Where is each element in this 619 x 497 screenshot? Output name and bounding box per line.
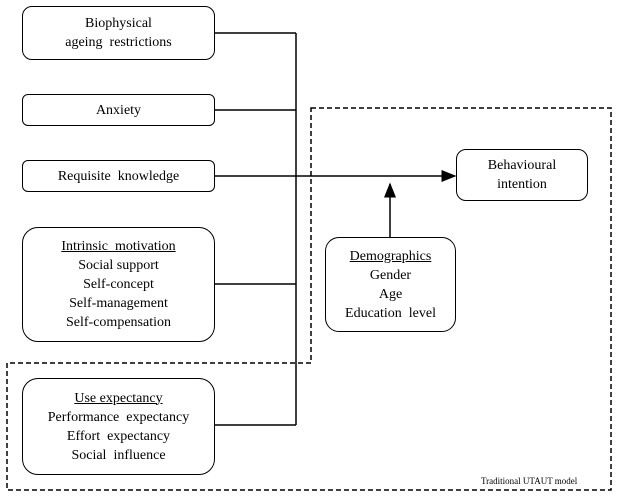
intrinsic-motivation-title: Intrinsic motivation [61, 239, 176, 254]
use-expectancy-item: Performance expectancy [47, 409, 190, 425]
intrinsic-item: Self-management [69, 296, 168, 311]
use-expectancy-box: Use expectancy Performance expectancy Ef… [22, 378, 215, 475]
demographics-box: Demographics Gender Age Education level [325, 237, 456, 332]
biophysical-line1: Biophysical [85, 16, 152, 31]
utaut-region-label: Traditional UTAUT model [481, 476, 578, 486]
intrinsic-item: Self-concept [83, 277, 154, 292]
demographics-item: Age [378, 286, 403, 302]
intrinsic-motivation-box: Intrinsic motivation Social support Self… [22, 227, 215, 342]
intrinsic-item: Social support [78, 258, 159, 273]
use-expectancy-title: Use expectancy [74, 390, 163, 406]
demographics-item: Gender [369, 267, 412, 283]
behavioural-intention-box: Behavioural intention [456, 149, 588, 201]
use-expectancy-item: Social influence [71, 447, 166, 463]
requisite-knowledge-box: Requisite knowledge [22, 160, 215, 192]
anxiety-box: Anxiety [22, 94, 215, 126]
use-expectancy-item: Effort expectancy [66, 428, 171, 444]
behavioural-line1: Behavioural [487, 158, 557, 173]
demographics-title: Demographics [349, 248, 432, 264]
behavioural-line2: intention [497, 177, 547, 192]
anxiety-label: Anxiety [95, 102, 142, 118]
demographics-item: Education level [345, 305, 436, 321]
intrinsic-item: Self-compensation [66, 315, 171, 330]
requisite-knowledge-label: Requisite knowledge [57, 168, 180, 184]
utaut-region-border [6, 107, 612, 491]
biophysical-line2: ageing restrictions [65, 35, 172, 50]
biophysical-box: Biophysical ageing restrictions [22, 6, 215, 60]
